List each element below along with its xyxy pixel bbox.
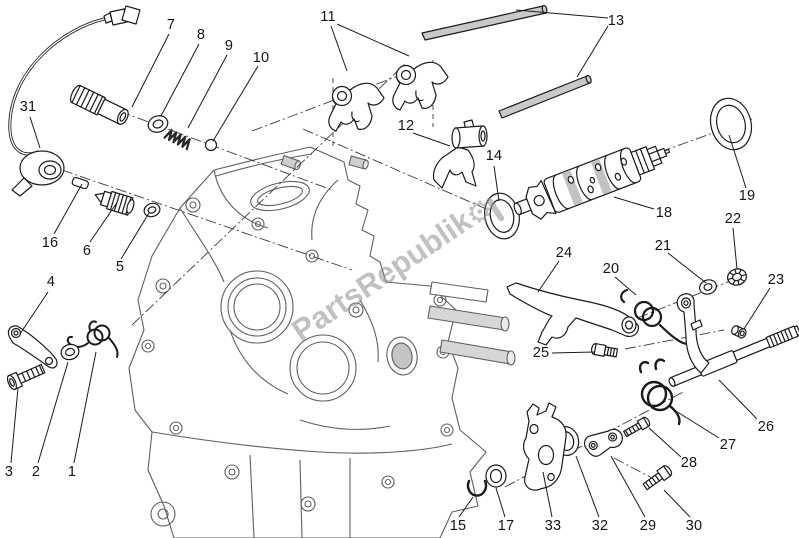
part-17-washer xyxy=(485,464,507,488)
part-8-washer xyxy=(147,115,169,133)
watermark-text: PartsRepublik xyxy=(286,202,479,348)
part-11-fork-a xyxy=(328,82,385,132)
callout-19: 19 xyxy=(738,188,756,204)
callout-5: 5 xyxy=(115,259,125,275)
part-29-plate xyxy=(583,428,623,457)
callout-7: 7 xyxy=(166,17,176,33)
part-15-circlip xyxy=(466,479,488,497)
callout-17: 17 xyxy=(497,518,515,534)
callout-20: 20 xyxy=(602,261,620,277)
callout-15: 15 xyxy=(449,518,467,534)
part-10-ball xyxy=(204,138,218,152)
part-13-rod-a xyxy=(421,4,548,41)
part-11-fork-b xyxy=(392,61,449,111)
callout-25: 25 xyxy=(532,345,550,361)
part-18-drum xyxy=(513,145,671,220)
callout-33: 33 xyxy=(544,518,562,534)
callout-13: 13 xyxy=(607,13,625,29)
callout-3: 3 xyxy=(4,464,14,480)
callout-18: 18 xyxy=(655,205,673,221)
leader-lines xyxy=(10,9,771,518)
callout-27: 27 xyxy=(719,437,737,453)
callout-16: 16 xyxy=(41,235,59,251)
callout-29: 29 xyxy=(639,518,657,534)
callout-28: 28 xyxy=(680,455,698,471)
callout-8: 8 xyxy=(196,27,206,43)
callout-24: 24 xyxy=(555,245,573,261)
callout-6: 6 xyxy=(82,243,92,259)
callout-12: 12 xyxy=(397,118,415,134)
part-6-switch xyxy=(94,190,135,216)
callout-26: 26 xyxy=(757,419,775,435)
part-31-sensor xyxy=(11,150,65,197)
part-25-screw xyxy=(590,343,619,358)
part-24-lever xyxy=(506,282,639,346)
crankcase xyxy=(128,146,516,538)
part-7-plug xyxy=(69,84,129,125)
callout-22: 22 xyxy=(724,211,742,227)
watermark-bar xyxy=(486,197,505,222)
part-16-pin xyxy=(71,176,89,190)
callout-9: 9 xyxy=(224,38,234,54)
part-26-shaft xyxy=(668,293,799,387)
part-4-lever xyxy=(7,325,58,369)
callout-11: 11 xyxy=(320,9,336,25)
part-2-washer xyxy=(60,343,80,361)
part-22-star-washer xyxy=(726,268,748,286)
part-5-washer xyxy=(143,202,161,218)
part-27-spring xyxy=(638,358,681,426)
callout-23: 23 xyxy=(767,272,785,288)
part-12-fork xyxy=(432,119,488,189)
callout-10: 10 xyxy=(252,50,270,66)
part-28-screw xyxy=(623,416,651,438)
sensor-cable xyxy=(8,5,141,156)
callout-32: 32 xyxy=(591,518,609,534)
callout-31: 31 xyxy=(19,99,37,115)
callout-21: 21 xyxy=(654,238,672,254)
part-33-bracket xyxy=(523,402,567,491)
part-9-spring xyxy=(163,128,191,151)
part-21-washer xyxy=(699,279,717,295)
part-30-screw xyxy=(642,465,673,491)
callout-14: 14 xyxy=(485,148,503,164)
part-3-screw xyxy=(6,363,46,391)
callout-2: 2 xyxy=(31,464,41,480)
parts-layer xyxy=(6,4,799,497)
callout-4: 4 xyxy=(46,274,56,290)
callout-1: 1 xyxy=(67,464,77,480)
callout-30: 30 xyxy=(685,518,703,534)
part-19-ring xyxy=(709,97,753,151)
part-23-nut xyxy=(731,325,747,339)
part-13-rod-b xyxy=(498,74,592,119)
